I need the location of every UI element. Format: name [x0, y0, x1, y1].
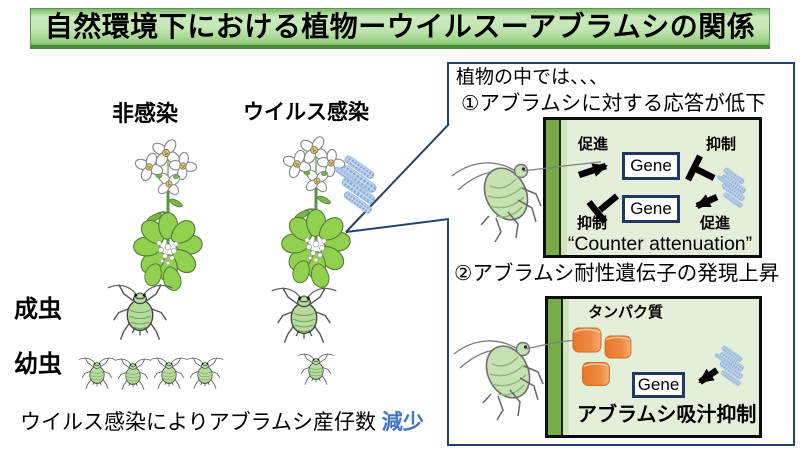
- protein-label: タンパク質: [588, 304, 664, 321]
- cell-wall-2: [548, 299, 569, 435]
- counter-attenuation-quote: “Counter attenuation”: [567, 233, 753, 255]
- plant-infected-icon: [281, 131, 350, 289]
- gene-box-top: Gene: [622, 152, 680, 180]
- section2-heading: ②アブラムシ耐性遺伝子の発現上昇: [454, 262, 780, 285]
- aphid-adult-uninfected-icon: [106, 283, 174, 341]
- cell-wall-1: [546, 120, 567, 255]
- callout-pointer: [345, 123, 450, 233]
- aphid-nymph-row-uninfected: [78, 357, 224, 391]
- caption-text: ウイルス感染によりアブラムシ産仔数: [20, 411, 382, 434]
- virus-particle-cluster-icon: [325, 153, 390, 214]
- gene-box-bottom: Gene: [622, 195, 680, 223]
- feeding-suppression-label: アブラムシ吸汁抑制: [577, 404, 757, 426]
- aphid-adult-infected-icon: [270, 286, 338, 344]
- column-label-uninfected: 非感染: [112, 101, 179, 126]
- callout-intro: 植物の中では、、、: [456, 67, 609, 88]
- label-inhibit-top: 抑制: [706, 136, 737, 153]
- row-label-adult: 成虫: [14, 296, 62, 323]
- column-label-virus-infected: ウイルス感染: [243, 101, 369, 124]
- row-label-nymph: 幼虫: [14, 351, 62, 378]
- caption-highlight: 減少: [381, 411, 424, 434]
- aphid-nymph-infected-icon: [297, 353, 335, 386]
- bottom-caption: ウイルス感染によりアブラムシ産仔数 減少: [20, 411, 424, 435]
- label-inhibit-bottom: 抑制: [577, 215, 608, 232]
- plant-uninfected-icon: [133, 134, 202, 292]
- gene-box-resistance: Gene: [632, 372, 685, 398]
- label-promote-bottom: 促進: [700, 215, 731, 232]
- slide-title: 自然環境下における植物ーウイルスーアブラムシの関係: [44, 10, 756, 42]
- label-promote-top: 促進: [578, 136, 609, 153]
- section1-heading: ①アブラムシに対する応答が低下: [461, 92, 766, 115]
- slide-title-bar: 自然環境下における植物ーウイルスーアブラムシの関係: [30, 8, 770, 49]
